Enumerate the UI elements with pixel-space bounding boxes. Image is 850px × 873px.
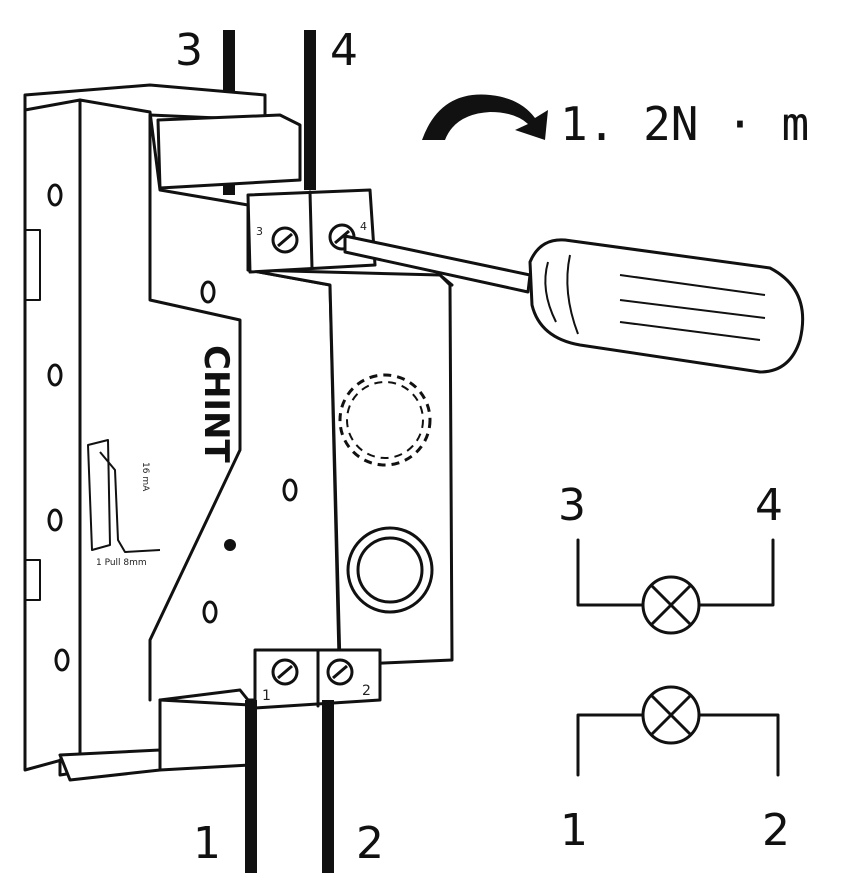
side-label-text-2: 1 Pull 8mm <box>96 558 147 568</box>
wire-label-1: 1 <box>193 818 221 869</box>
brand-logo-text: CHINT <box>196 345 236 464</box>
schematic-label-1: 1 <box>560 805 588 856</box>
schematic-label-2: 2 <box>762 805 790 856</box>
indicator-lamp-icon-top <box>641 575 701 635</box>
wire-bottom-1 <box>245 700 257 873</box>
brand-dot <box>224 539 236 551</box>
screwdriver-icon <box>343 234 805 374</box>
wiring-schematic: 3 4 1 2 <box>558 480 790 856</box>
wire-top-4 <box>304 30 316 190</box>
wire-label-4: 4 <box>330 25 358 76</box>
torque-value: 1. 2N · m <box>560 97 809 151</box>
wire-label-3: 3 <box>175 25 203 76</box>
terminal-screw-1 <box>271 658 299 686</box>
schematic-label-3: 3 <box>558 480 586 531</box>
indicator-window-dashed <box>338 373 432 467</box>
wire-bottom-2 <box>322 700 334 873</box>
terminal-label-3: 3 <box>256 225 263 238</box>
terminal-label-1: 1 <box>262 688 271 704</box>
rotate-clockwise-arrow-icon <box>422 94 548 140</box>
terminal-label-4: 4 <box>360 220 367 233</box>
terminal-screw-3 <box>271 226 299 254</box>
wire-label-2: 2 <box>356 818 384 869</box>
indicator-lamp-icon-bottom <box>641 685 701 745</box>
terminal-screw-2 <box>326 658 354 686</box>
indicator-lamp-lens <box>346 526 434 614</box>
terminal-label-2: 2 <box>362 683 371 699</box>
side-label-text-1: 16 mA <box>140 462 150 492</box>
circuit-breaker-module: 16 mA 1 Pull 8mm CHINT 3 4 1 <box>23 83 454 782</box>
schematic-label-4: 4 <box>755 480 783 531</box>
side-wiring-label: 16 mA 1 Pull 8mm <box>87 439 161 568</box>
